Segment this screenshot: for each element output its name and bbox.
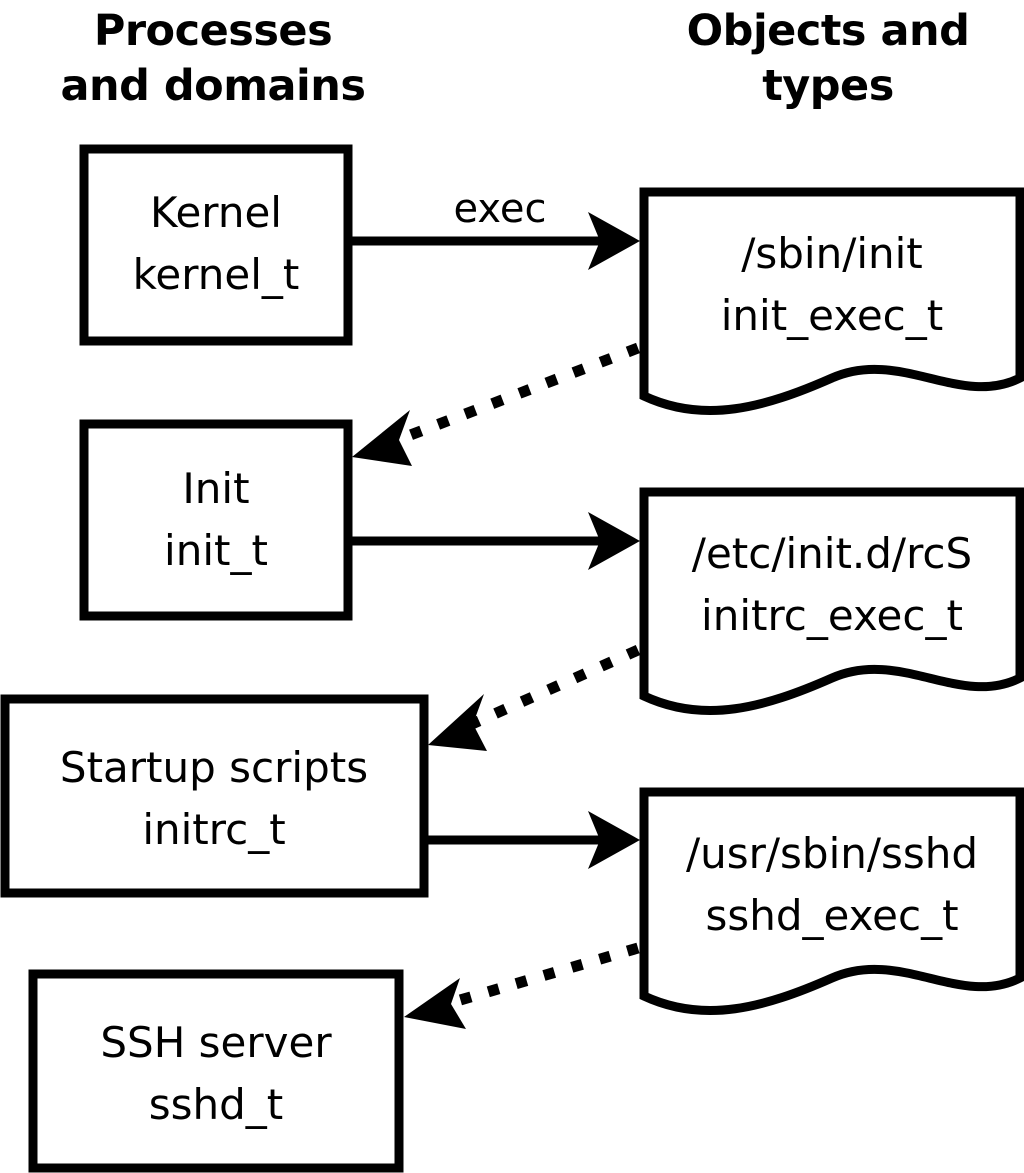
object-node-sshd-exec-line1: /usr/sbin/sshd	[686, 829, 978, 878]
column-header-objects-line2: types	[762, 61, 894, 111]
edge-line	[448, 942, 640, 1009]
process-node-ssh-server-line1: SSH server	[100, 1018, 332, 1067]
edge-initrc-exec-transition-startup	[428, 644, 641, 751]
arrow-head	[588, 212, 640, 270]
object-node-initrc-exec-line2: initrc_exec_t	[701, 591, 963, 640]
process-node-init-line1: Init	[182, 464, 249, 513]
object-node-sshd-exec-line2: sshd_exec_t	[705, 891, 958, 940]
object-node-sshd-exec-document[interactable]	[639, 787, 1024, 1015]
process-node-kernel-line2: kernel_t	[133, 250, 300, 299]
column-header-processes-line2: and domains	[61, 61, 366, 111]
arrow-head	[588, 512, 640, 570]
edge-sshd-exec-transition-sshd	[404, 942, 640, 1029]
arrow-head	[404, 978, 466, 1029]
object-node-initrc-exec-line1: /etc/init.d/rcS	[692, 529, 972, 578]
object-node-initrc-exec-document[interactable]	[639, 487, 1024, 715]
process-node-startup-scripts[interactable]: Startup scripts initrc_t	[0, 694, 429, 898]
object-node-initrc-exec[interactable]: /etc/init.d/rcS initrc_exec_t	[639, 487, 1024, 715]
process-node-ssh-server-line2: sshd_t	[149, 1080, 284, 1129]
arrow-head	[428, 694, 487, 751]
object-node-init-exec-line2: init_exec_t	[721, 291, 944, 340]
object-node-init-exec-line1: /sbin/init	[741, 229, 923, 278]
column-header-processes: Processes and domains	[61, 6, 366, 111]
process-node-ssh-server[interactable]: SSH server sshd_t	[28, 969, 404, 1173]
arrow-head	[588, 811, 640, 869]
process-node-startup-scripts-box[interactable]	[0, 694, 429, 898]
column-header-processes-line1: Processes	[94, 6, 332, 56]
process-node-startup-scripts-line1: Startup scripts	[60, 743, 368, 792]
process-node-init-line2: init_t	[164, 526, 268, 575]
process-node-kernel-line1: Kernel	[150, 188, 282, 237]
object-node-sshd-exec[interactable]: /usr/sbin/sshd sshd_exec_t	[639, 787, 1024, 1015]
edge-startup-exec-sshd-exec	[428, 811, 640, 869]
edge-kernel-exec-init-exec: exec	[348, 186, 640, 270]
process-node-kernel-box[interactable]	[79, 144, 353, 346]
column-header-objects-line1: Objects and	[687, 6, 970, 56]
process-node-init[interactable]: Init init_t	[79, 419, 353, 621]
process-node-ssh-server-box[interactable]	[28, 969, 404, 1173]
edge-label-exec: exec	[454, 186, 547, 232]
arrow-head	[352, 410, 412, 466]
edge-init-exec-transition-init	[352, 342, 640, 466]
process-node-init-box[interactable]	[79, 419, 353, 621]
object-node-init-exec[interactable]: /sbin/init init_exec_t	[639, 187, 1024, 415]
column-header-objects: Objects and types	[687, 6, 970, 111]
edge-line	[469, 644, 641, 730]
process-node-startup-scripts-line2: initrc_t	[142, 805, 285, 854]
edge-init-exec-initrc-exec	[348, 512, 640, 570]
object-node-init-exec-document[interactable]	[639, 187, 1024, 415]
process-node-kernel[interactable]: Kernel kernel_t	[79, 144, 353, 346]
edge-line	[398, 342, 640, 445]
